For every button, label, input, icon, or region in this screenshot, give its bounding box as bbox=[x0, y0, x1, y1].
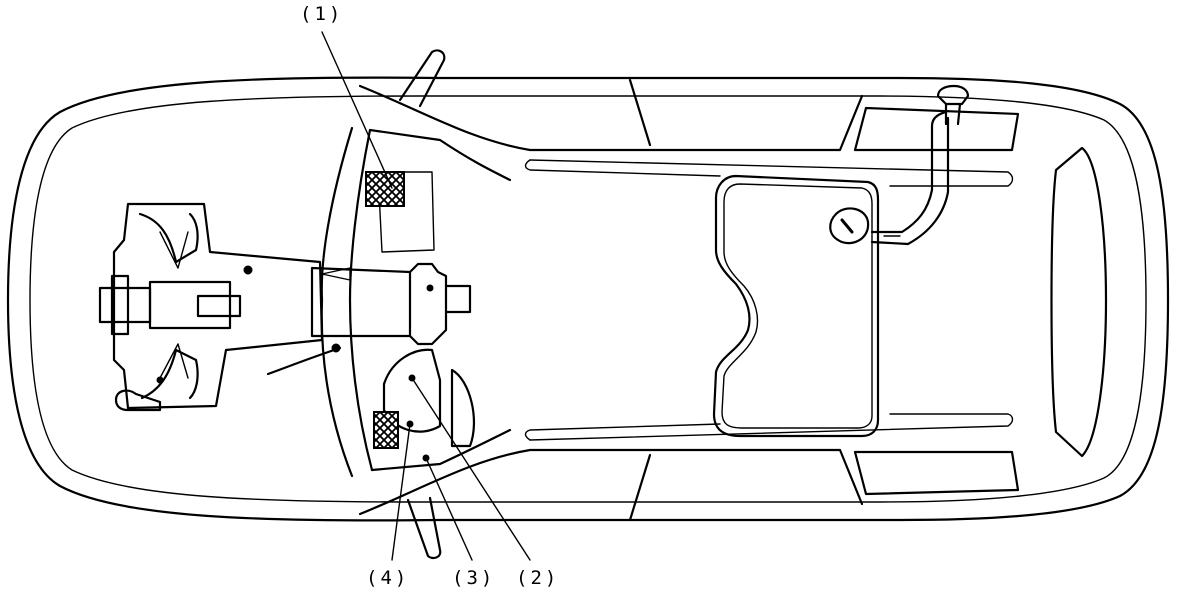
leader-line-1 bbox=[321, 31, 393, 189]
hatched-block-lower bbox=[373, 411, 399, 449]
fuel-filler-neck bbox=[870, 84, 970, 246]
leader-lines bbox=[321, 31, 531, 561]
front-bulkhead bbox=[320, 126, 512, 478]
body-frame-rails bbox=[358, 78, 1020, 522]
front-pillars bbox=[398, 49, 446, 560]
engine-bolt bbox=[156, 376, 164, 384]
engine-bolt bbox=[243, 265, 253, 275]
cable-clip bbox=[331, 343, 341, 353]
fuel-tank bbox=[712, 174, 880, 438]
transmission-bolt bbox=[426, 284, 434, 292]
transmission-assembly bbox=[266, 262, 472, 376]
car-body-outline bbox=[6, 76, 1170, 522]
callout-labels: (1) (2) (3) (4) bbox=[300, 3, 559, 589]
hatched-block-upper bbox=[365, 171, 405, 207]
callout-label-4: (4) bbox=[366, 567, 409, 589]
leader-line-3 bbox=[425, 457, 473, 561]
callout-label-2: (2) bbox=[516, 567, 559, 589]
callout-label-1: (1) bbox=[300, 3, 343, 25]
leader-line-2 bbox=[411, 377, 531, 561]
engine-assembly bbox=[98, 202, 324, 412]
rear-glass-outline bbox=[1050, 146, 1108, 458]
leader-line-4 bbox=[391, 423, 411, 561]
callout-label-3: (3) bbox=[452, 567, 495, 589]
